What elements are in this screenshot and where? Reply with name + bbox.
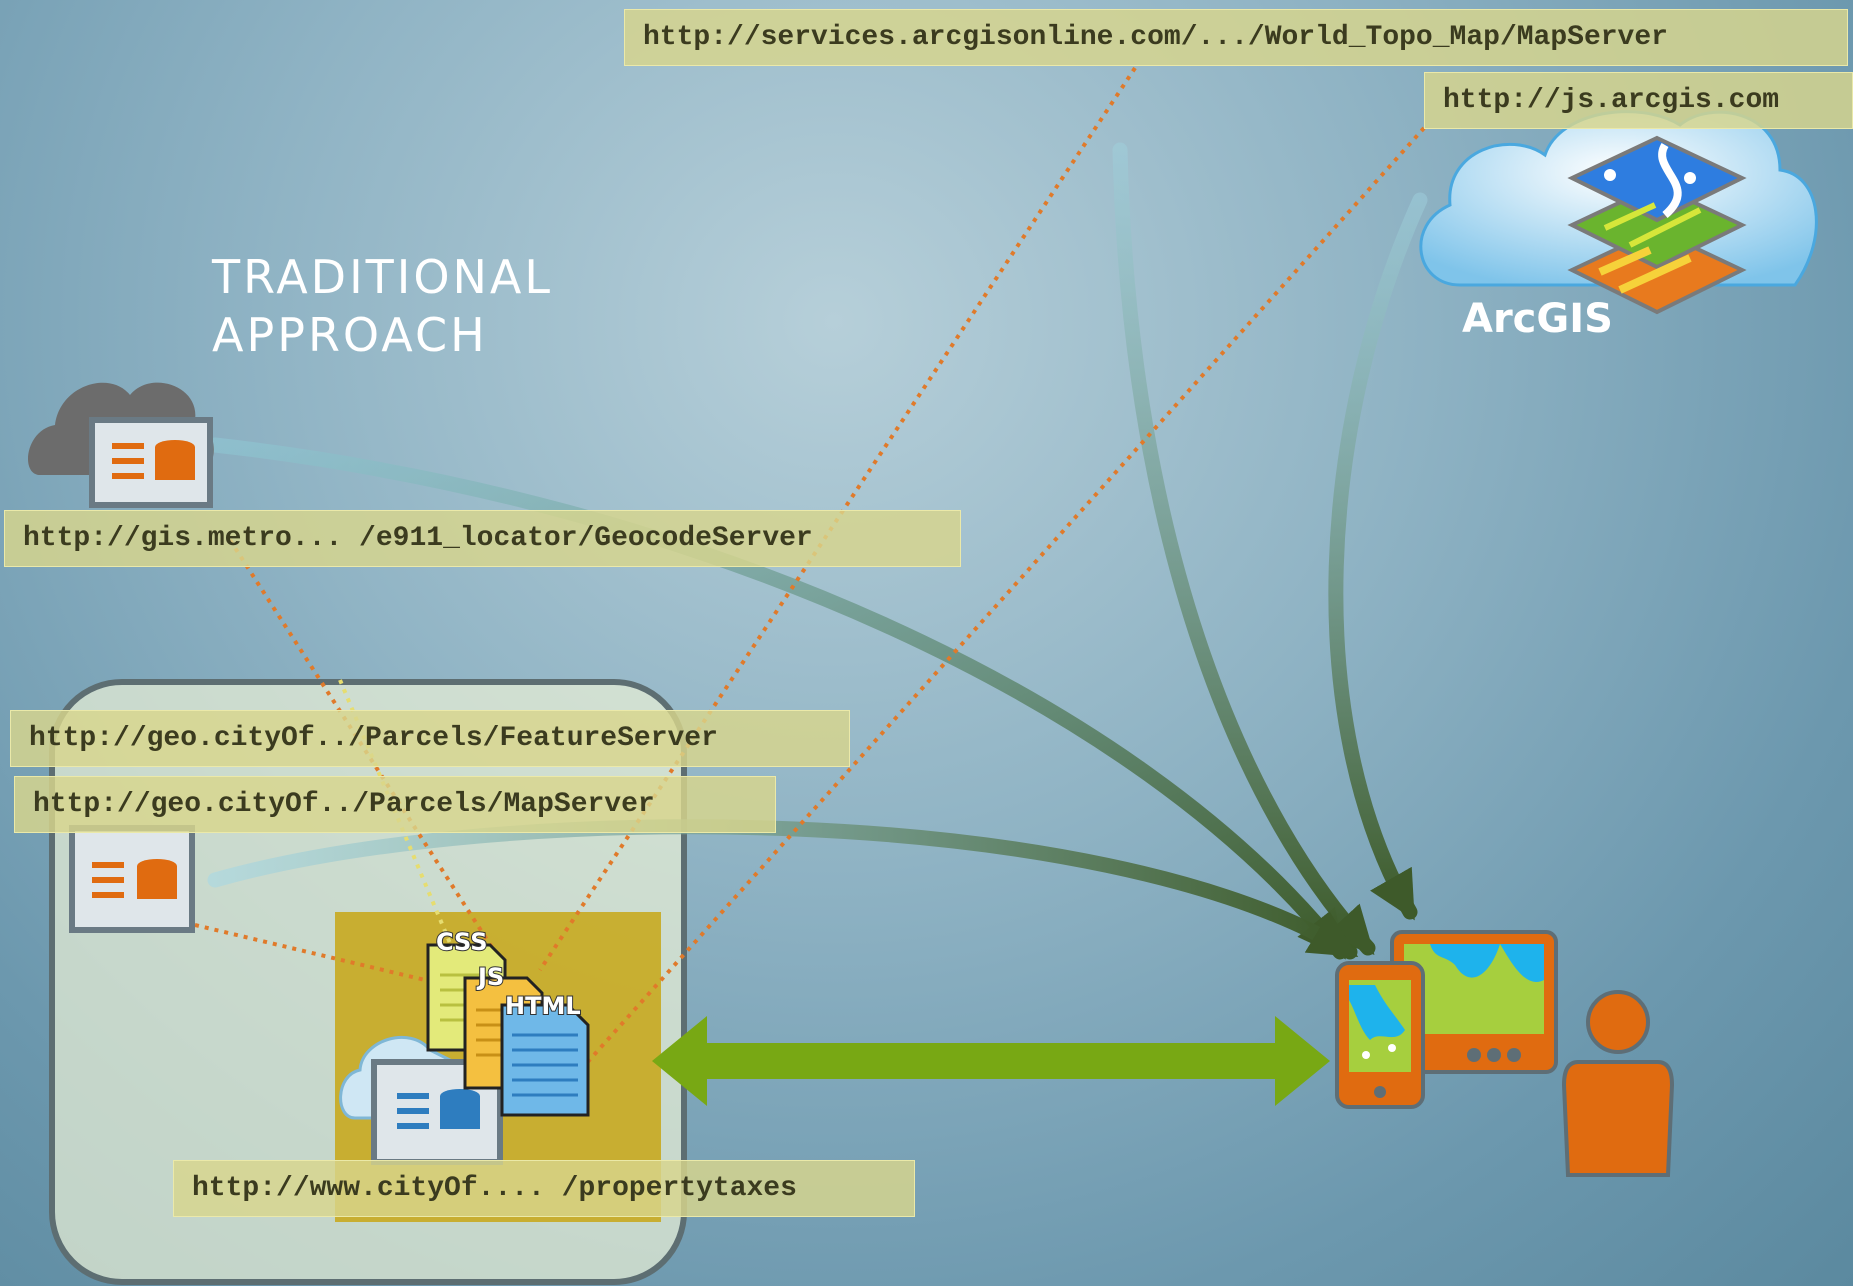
title-line-1: TRADITIONAL bbox=[212, 250, 554, 304]
mobile-device-icon bbox=[1335, 961, 1425, 1109]
diagram-title: TRADITIONAL APPROACH bbox=[212, 248, 553, 364]
url-label-geocode: http://gis.metro... /e911_locator/Geocod… bbox=[4, 510, 961, 567]
url-label-map-server: http://geo.cityOf../Parcels/MapServer bbox=[14, 776, 776, 833]
js-label: JS bbox=[476, 963, 504, 991]
html-label: HTML bbox=[505, 992, 581, 1020]
url-label-property-taxes: http://www.cityOf.... /propertytaxes bbox=[173, 1160, 915, 1217]
css-label: CSS bbox=[436, 928, 488, 956]
flow-arrow-world-topo bbox=[1112, 142, 1376, 956]
cloud-server-icon bbox=[28, 382, 214, 508]
server-icon bbox=[69, 825, 195, 933]
html-document-icon bbox=[500, 1003, 590, 1117]
url-label-js-api: http://js.arcgis.com bbox=[1424, 72, 1853, 129]
arcgis-brand-label: ArcGIS bbox=[1462, 296, 1613, 342]
bidirectional-arrow bbox=[652, 1016, 1330, 1106]
web-documents: CSS JS HTML bbox=[426, 927, 590, 1117]
flow-arrow-js-api bbox=[1328, 192, 1428, 921]
flow-arrow-geocode bbox=[207, 437, 1348, 960]
map-layers-icon bbox=[1567, 135, 1747, 315]
url-label-feature-server: http://geo.cityOf../Parcels/FeatureServe… bbox=[10, 710, 850, 767]
user-icon bbox=[1561, 990, 1675, 1177]
title-line-2: APPROACH bbox=[212, 308, 488, 362]
desktop-monitor-icon bbox=[1390, 930, 1558, 1074]
url-label-world-topo: http://services.arcgisonline.com/.../Wor… bbox=[624, 9, 1848, 66]
